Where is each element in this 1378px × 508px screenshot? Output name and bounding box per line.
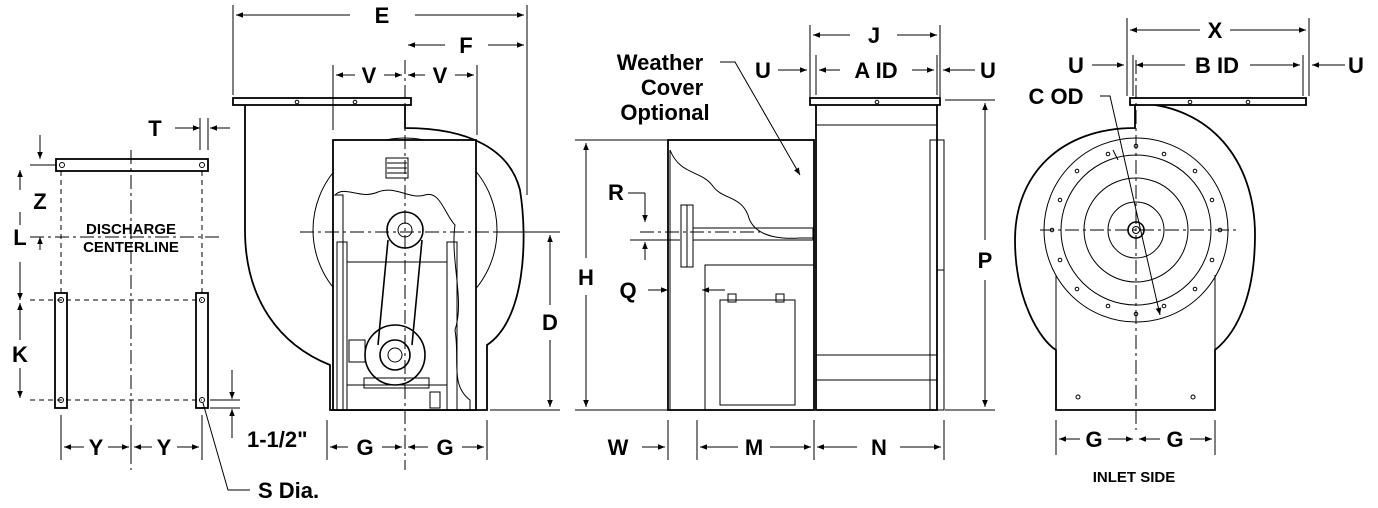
dim-z-label: Z: [33, 189, 46, 214]
centerline-label: CENTERLINE: [83, 239, 179, 256]
dim-j-label: J: [868, 23, 880, 48]
dim-s-label: S Dia.: [258, 478, 319, 503]
dim-m-label: M: [745, 435, 763, 460]
dim-g-inlet-left-label: G: [1085, 427, 1102, 452]
dim-w-label: W: [608, 435, 629, 460]
dim-g-right-label: G: [436, 435, 453, 460]
dim-a-label: A ID: [854, 58, 897, 83]
dim-v-left-label: V: [362, 63, 377, 88]
dim-x-label: X: [1208, 18, 1223, 43]
side-view: [575, 25, 995, 460]
dim-g-left-label: G: [356, 435, 373, 460]
dim-d-label: D: [542, 310, 558, 335]
dim-g-inlet-right-label: G: [1166, 427, 1183, 452]
dimension-labels: E F V V T Z L K DISCHARGE CENTERLINE Y Y…: [12, 3, 1364, 503]
dim-t-label: T: [148, 116, 162, 141]
dim-k-label: K: [12, 342, 28, 367]
dim-r-label: R: [608, 180, 624, 205]
dim-u-inlet-right-label: U: [1348, 53, 1364, 78]
inlet-side-label: INLET SIDE: [1093, 469, 1176, 486]
dim-one-half-label: 1-1/2": [247, 427, 308, 452]
drive-side-view: [232, 5, 560, 470]
dim-l-label: L: [13, 225, 26, 250]
dim-u-right-label: U: [980, 58, 996, 83]
dim-q-label: Q: [619, 278, 636, 303]
weather-cover: [667, 139, 815, 411]
base-plan-view: [17, 118, 250, 491]
discharge-flange: [232, 97, 412, 106]
weather-label: Weather: [617, 50, 704, 75]
dim-y-right-label: Y: [157, 435, 172, 460]
right-rail: [195, 292, 209, 409]
discharge-rail: [55, 158, 209, 172]
discharge-label: DISCHARGE: [86, 221, 176, 238]
dim-c-label: C OD: [1029, 84, 1084, 109]
dim-h-label: H: [578, 265, 594, 290]
dim-e-label: E: [375, 3, 390, 28]
cover-label: Cover: [641, 75, 704, 100]
dim-p-label: P: [978, 248, 993, 273]
dim-u-inlet-left-label: U: [1068, 53, 1084, 78]
dim-y-left-label: Y: [89, 435, 104, 460]
optional-label: Optional: [620, 100, 709, 125]
dim-f-label: F: [459, 33, 472, 58]
dim-n-label: N: [871, 435, 887, 460]
dim-b-label: B ID: [1195, 53, 1239, 78]
left-rail: [54, 292, 68, 409]
dim-u-left-label: U: [755, 58, 771, 83]
inlet-side-view: [1014, 18, 1345, 455]
housing-side: [815, 99, 938, 411]
dim-v-right-label: V: [433, 63, 448, 88]
